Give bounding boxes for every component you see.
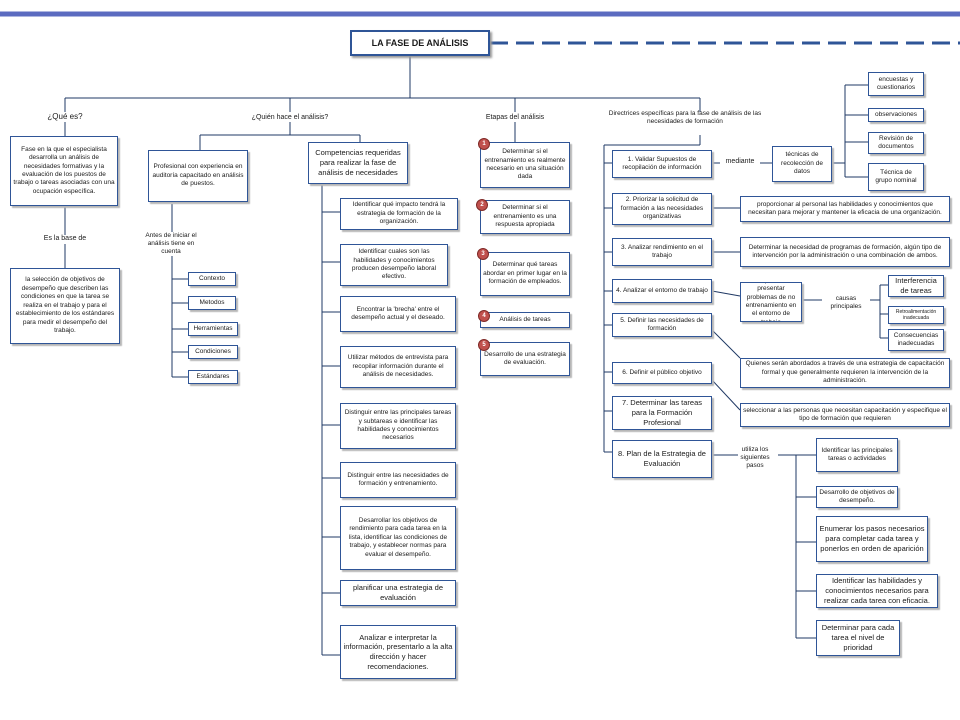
antes-item-metodos: Metodos <box>188 296 236 310</box>
step-7: 7. Determinar las tareas para la Formaci… <box>612 396 712 430</box>
step-8-item-3: Enumerar los pasos necesarios para compl… <box>816 516 928 562</box>
step-8-item-2: Desarrollo de objetivos de desempeño. <box>816 486 898 508</box>
tecnicas-box: técnicas de recolección de datos <box>772 146 832 182</box>
tecnica-grupo-nominal: Técnica de grupo nominal <box>868 163 924 191</box>
etapa-badge-5: 5 <box>478 339 490 351</box>
antes-item-herramientas: Herramientas <box>188 322 238 336</box>
etapa-badge-3: 3 <box>477 248 489 260</box>
branch-quien: ¿Quién hace el análisis? <box>251 114 329 121</box>
antes-item-condiciones: Condiciones <box>188 345 238 359</box>
step-8-item-1: Identificar las principales tareas o act… <box>816 438 898 472</box>
competencia-7: Desarrollar los objetivos de rendimiento… <box>340 506 456 570</box>
step-8-item-5: Determinar para cada tarea el nivel de p… <box>816 620 900 656</box>
branch-directrices: Directrices específicas para la fase de … <box>608 110 762 126</box>
causa-interferencia: Interferencia de tareas <box>888 275 944 297</box>
step-6: 6. Definir el público objetivo <box>612 362 712 384</box>
step-2-detail: proporcionar al personal las habilidades… <box>740 196 950 222</box>
step-2: 2. Priorizar la solicitud de formación a… <box>612 193 712 225</box>
step-1: 1. Validar Supuestos de recopilación de … <box>612 150 712 178</box>
etapa-badge-2: 2 <box>476 199 488 211</box>
step-8: 8. Plan de la Estrategia de Evaluación <box>612 440 712 478</box>
etapa-3: Determinar qué tareas abordar en primer … <box>480 252 570 296</box>
etapa-badge-4: 4 <box>478 310 490 322</box>
mediante-label: mediante <box>725 158 755 165</box>
antes-item-contexto: Contexto <box>188 272 236 286</box>
causa-consecuencias: Consecuencias inadecuadas <box>888 329 944 351</box>
branch-etapas: Etapas del análisis <box>485 114 545 121</box>
etapa-5: Desarrollo de una estrategia de evaluaci… <box>480 342 570 376</box>
step-6-detail: seleccionar a las personas que necesitan… <box>740 403 950 427</box>
competencia-8: planificar una estrategia de evaluación <box>340 580 456 606</box>
causa-retroalimentacion: Retroalimentación inadecuada <box>888 306 944 324</box>
step-5: 5. Definir las necesidades de formación <box>612 313 712 337</box>
tecnica-observaciones: observaciones <box>868 108 924 122</box>
diagram-title: LA FASE DE ANÁLISIS <box>350 30 490 56</box>
step-8-item-4: Identificar las habilidades y conocimien… <box>816 574 938 608</box>
branch-que-es: ¿Qué es? <box>47 112 83 121</box>
etapa-4: Análisis de tareas <box>480 312 570 328</box>
base-link-label: Es la base de <box>30 235 100 244</box>
profesional-box: Profesional con experiencia en auditoría… <box>148 150 248 202</box>
base-box: la selección de objetivos de desempeño q… <box>10 268 120 344</box>
competencia-1: Identificar qué impacto tendrá la estrat… <box>340 198 458 230</box>
tecnica-revision: Revisión de documentos <box>868 132 924 154</box>
etapa-2: Determinar si el entrenamiento es una re… <box>480 200 570 234</box>
step-5-detail: Quienes serán abordados a través de una … <box>740 358 950 388</box>
step-3-detail: Determinar la necesidad de programas de … <box>740 237 950 267</box>
etapa-badge-1: 1 <box>478 138 490 150</box>
antes-label: Antes de iniciar el análisis tiene en cu… <box>140 232 202 257</box>
step-4-detail: Se pueden presentar problemas de no entr… <box>740 282 802 322</box>
definition-box: Fase en la que el especialista desarroll… <box>10 136 118 206</box>
utiliza-label: utiliza los siguientes pasos <box>740 446 770 470</box>
competencia-9: Analizar e interpretar la información, p… <box>340 625 456 679</box>
competencia-5: Distinguir entre las principales tareas … <box>340 403 456 449</box>
competencia-6: Distinguir entre las necesidades de form… <box>340 462 456 498</box>
causas-label: causas principales <box>822 295 870 312</box>
tecnica-encuestas: encuestas y cuestionarios <box>868 72 924 96</box>
etapa-1: Determinar si el entrenamiento es realme… <box>480 142 570 188</box>
step-4: 4. Analizar el entorno de trabajo <box>612 279 712 303</box>
step-3: 3. Analizar rendimiento en el trabajo <box>612 238 712 266</box>
competencia-4: Utilizar métodos de entrevista para reco… <box>340 346 456 388</box>
competencia-3: Encontrar la 'brecha' entre el desempeño… <box>340 296 456 332</box>
competencia-2: Identificar cuales son las habilidades y… <box>340 244 448 286</box>
antes-item-estandares: Estándares <box>188 370 238 384</box>
competencias-box: Competencias requeridas para realizar la… <box>308 142 408 184</box>
